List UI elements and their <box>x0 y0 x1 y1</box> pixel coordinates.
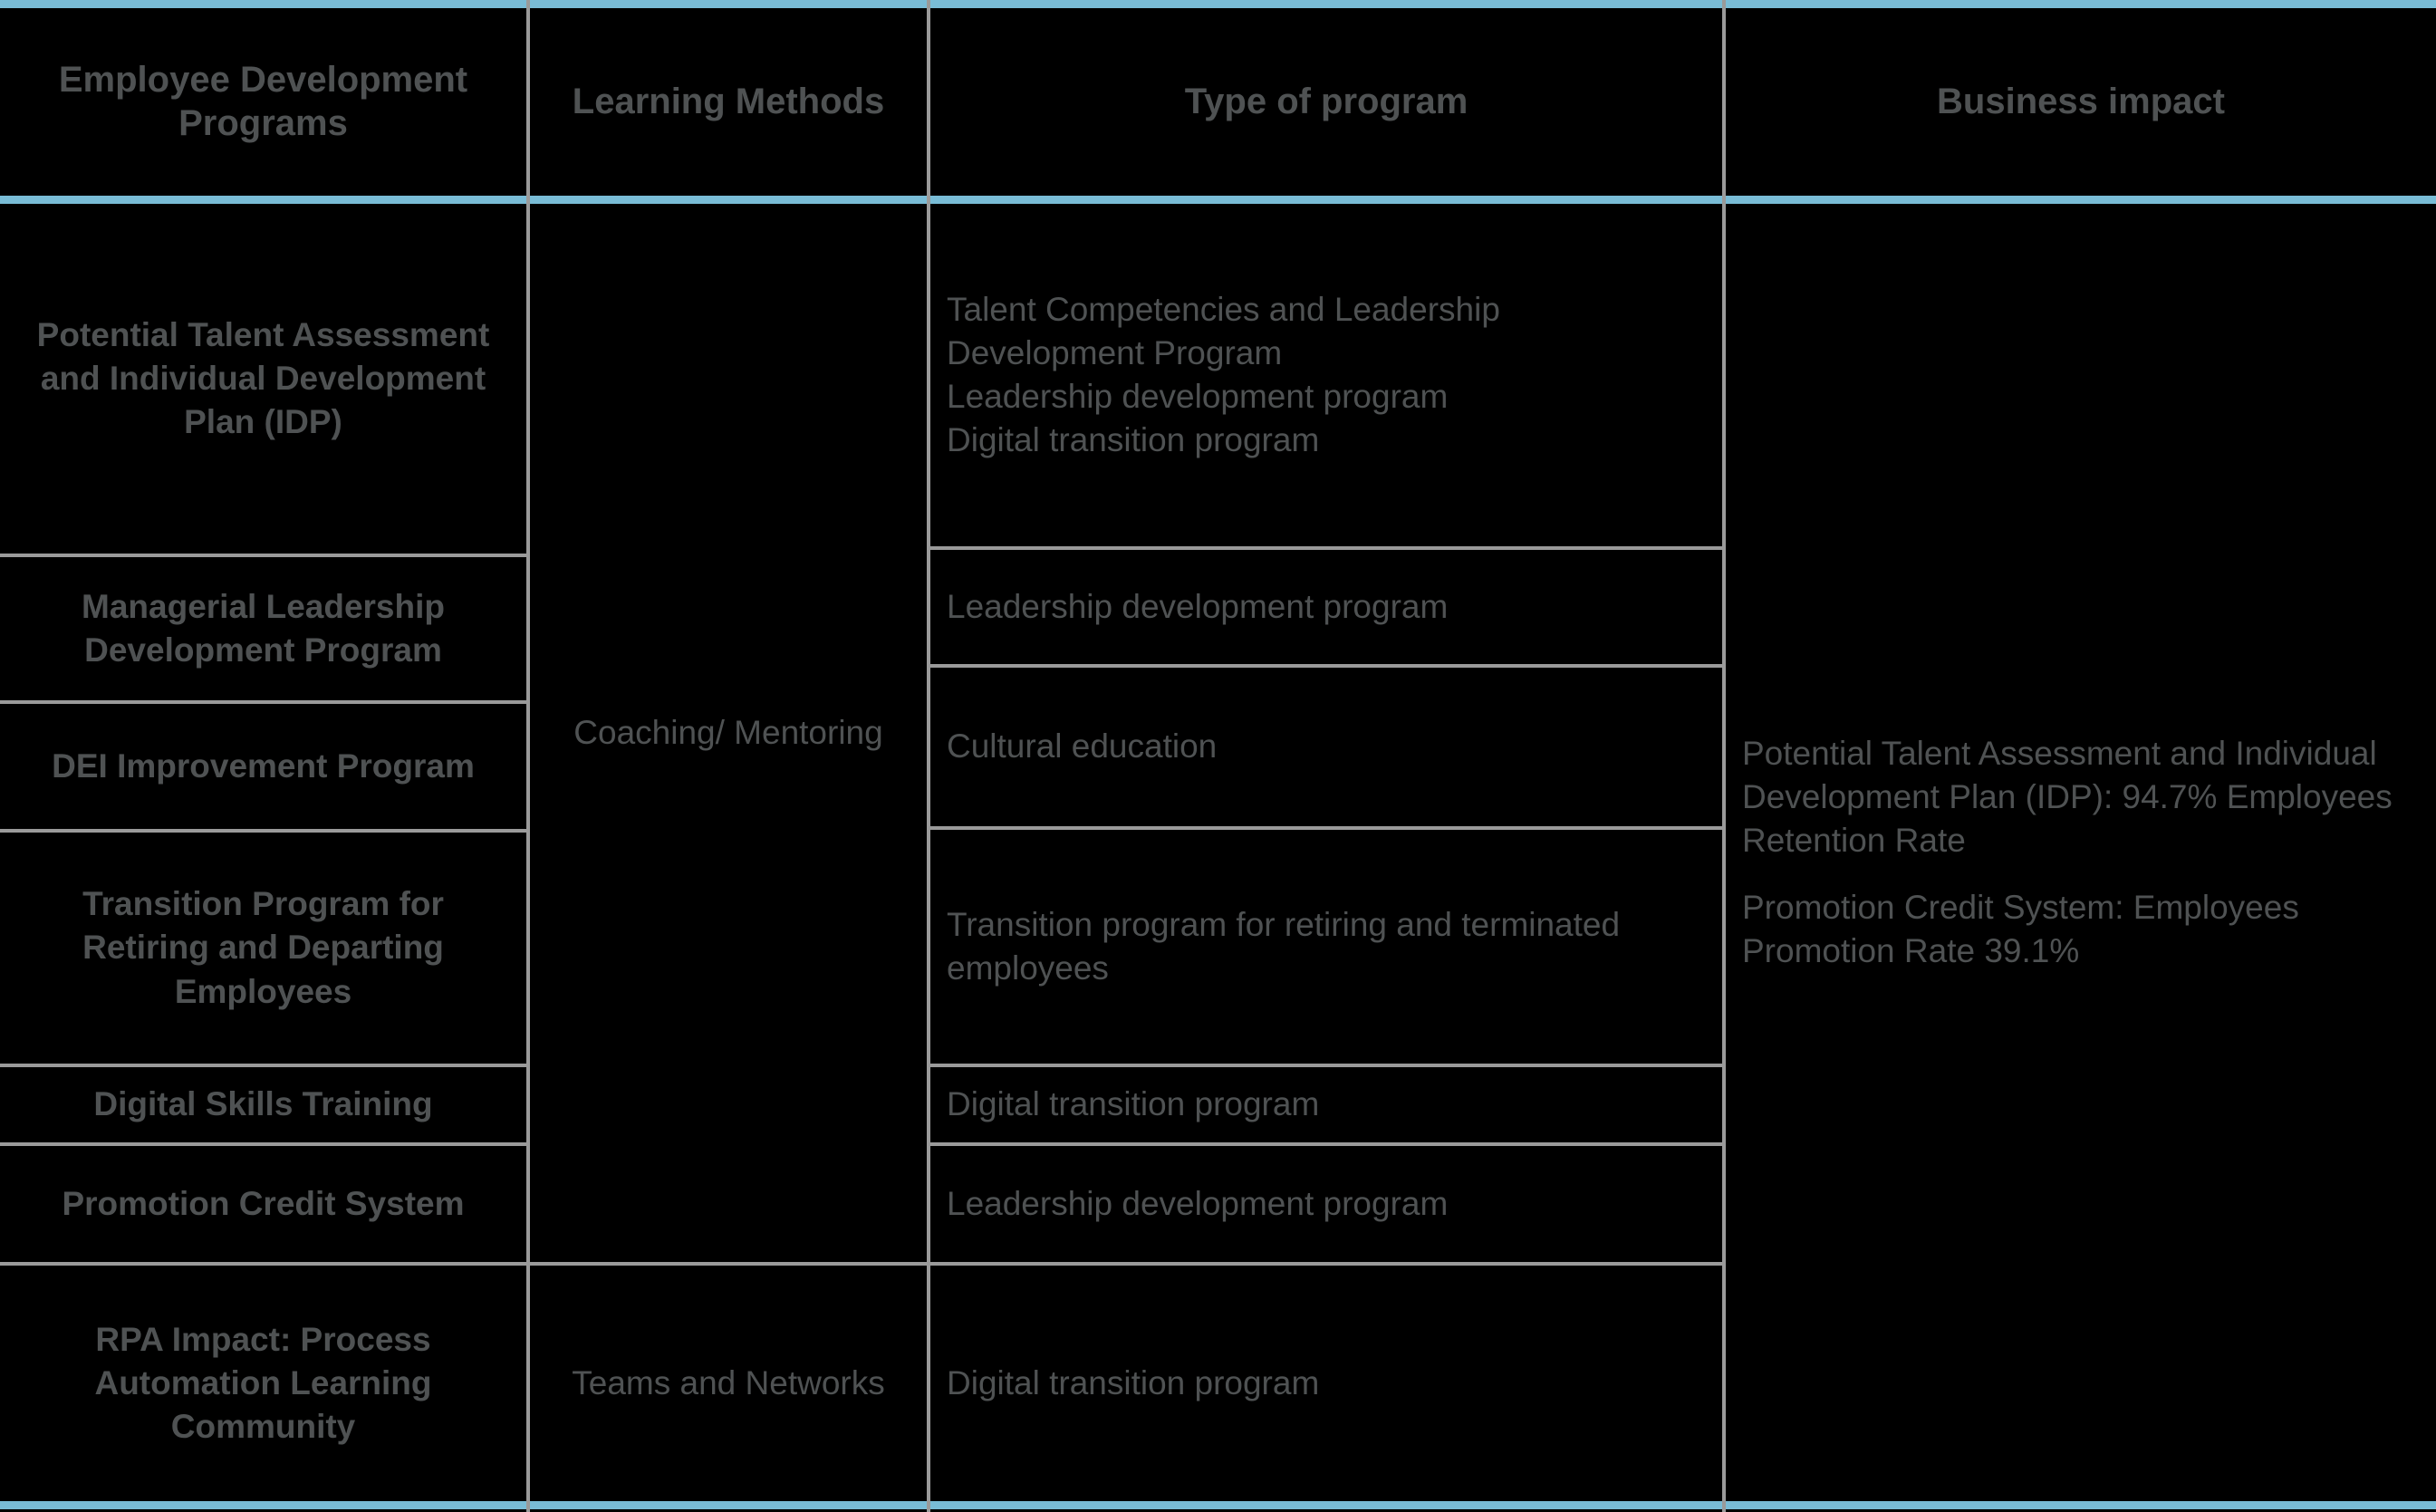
table-row-program-name: Potential Talent Assessment and Individu… <box>0 204 526 554</box>
row-divider-col1-6 <box>0 1262 1722 1266</box>
row-divider-col3-5 <box>930 1142 1722 1146</box>
business-impact-cell: Potential Talent Assessment and Individu… <box>1726 204 2436 1501</box>
table-top-accent-rule <box>0 0 2436 8</box>
program-name-label: DEI Improvement Program <box>52 746 475 785</box>
column-header-label: Business impact <box>1937 81 2225 121</box>
column-header-label: Learning Methods <box>572 81 885 121</box>
program-name-label: RPA Impact: Process Automation Learning … <box>94 1320 432 1446</box>
program-type-line: Digital transition program <box>947 1363 1320 1401</box>
business-impact-paragraph: Potential Talent Assessment and Individu… <box>1742 734 2393 859</box>
table-row-program-name: Digital Skills Training <box>0 1067 526 1142</box>
program-type-cell: Cultural education <box>930 668 1722 826</box>
header-bottom-accent-rule <box>0 196 2436 204</box>
column-header-type-of-program: Type of program <box>930 8 1722 196</box>
column-divider-2 <box>927 0 930 1512</box>
column-header-label: Employee Development Programs <box>58 60 468 143</box>
program-type-cell: Digital transition program <box>930 1067 1722 1142</box>
row-divider-col3-1 <box>930 546 1722 550</box>
column-divider-3 <box>1722 0 1726 1512</box>
program-type-cell: Leadership development program <box>930 1146 1722 1262</box>
program-type-cell: Transition program for retiring and term… <box>930 830 1722 1064</box>
program-name-label: Managerial Leadership Development Progra… <box>82 587 445 669</box>
business-impact-paragraph: Promotion Credit System: Employees Promo… <box>1742 889 2299 970</box>
row-divider-col3-4 <box>930 1064 1722 1067</box>
program-type-cell: Digital transition program <box>930 1266 1722 1501</box>
program-type-line: Leadership development program <box>947 1184 1449 1222</box>
column-divider-1 <box>526 0 530 1512</box>
program-name-label: Promotion Credit System <box>62 1184 465 1222</box>
program-type-line: Leadership development program <box>947 378 1449 415</box>
learning-method-label: Coaching/ Mentoring <box>573 713 883 751</box>
program-type-line: Digital transition program <box>947 1085 1320 1123</box>
table-bottom-accent-rule <box>0 1501 2436 1509</box>
learning-method-cell-coaching-mentoring: Coaching/ Mentoring <box>530 204 927 1262</box>
program-type-cell: Leadership development program <box>930 550 1722 664</box>
program-name-label: Potential Talent Assessment and Individu… <box>36 315 490 441</box>
table-row-program-name: RPA Impact: Process Automation Learning … <box>0 1266 526 1501</box>
learning-method-label: Teams and Networks <box>572 1363 885 1401</box>
program-type-cell: Talent Competencies and Leadership Devel… <box>930 204 1722 546</box>
table-row-program-name: DEI Improvement Program <box>0 704 526 829</box>
learning-method-cell-teams-and-networks: Teams and Networks <box>530 1266 927 1501</box>
column-header-employee-development-programs: Employee Development Programs <box>0 8 526 196</box>
program-type-line: Transition program for retiring and term… <box>947 905 1621 987</box>
row-divider-col3-3 <box>930 826 1722 830</box>
program-name-label: Digital Skills Training <box>93 1085 433 1123</box>
row-divider-col1-3 <box>0 829 526 833</box>
row-divider-col1-2 <box>0 700 526 704</box>
program-type-line: Digital transition program <box>947 421 1320 459</box>
row-divider-col1-4 <box>0 1064 526 1067</box>
table-row-program-name: Transition Program for Retiring and Depa… <box>0 833 526 1064</box>
column-header-business-impact: Business impact <box>1726 8 2436 196</box>
column-header-label: Type of program <box>1184 81 1468 121</box>
program-name-label: Transition Program for Retiring and Depa… <box>82 885 444 1010</box>
program-type-line: Talent Competencies and Leadership Devel… <box>947 290 1500 371</box>
table-row-program-name: Managerial Leadership Development Progra… <box>0 557 526 700</box>
column-header-learning-methods: Learning Methods <box>530 8 927 196</box>
table-row-program-name: Promotion Credit System <box>0 1146 526 1262</box>
row-divider-col3-2 <box>930 664 1722 668</box>
row-divider-col1-1 <box>0 554 526 557</box>
program-type-line: Cultural education <box>947 727 1218 766</box>
program-type-line: Leadership development program <box>947 587 1449 625</box>
row-divider-col1-5 <box>0 1142 526 1146</box>
